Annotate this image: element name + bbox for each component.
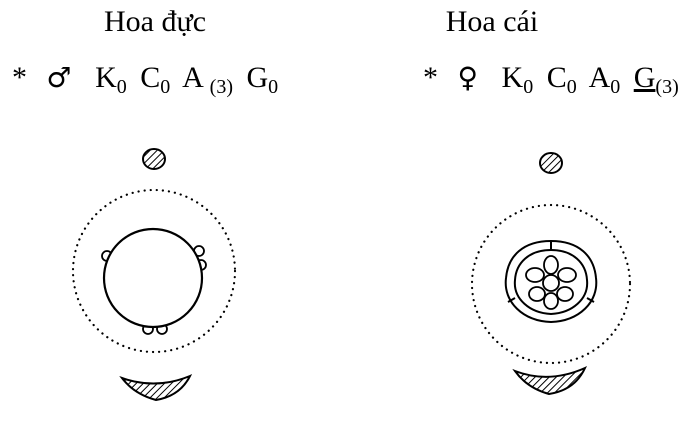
androecium-term: A0 — [588, 61, 621, 98]
axis-mark — [539, 152, 563, 174]
male-floral-diagram — [71, 148, 237, 402]
female-floral-diagram — [470, 152, 632, 396]
male-flower-formula: * ♂ K0 C0 A (3) G0 — [12, 58, 284, 98]
calyx-term: K0 — [95, 61, 127, 98]
male-symbol-icon: ♂ — [46, 61, 72, 94]
female-flower-panel: Hoa cái * ♀ K0 C0 A0 G(3) — [343, 0, 685, 427]
dotted-outline — [71, 188, 237, 354]
actinomorphic-symbol: * — [12, 61, 27, 94]
placenta-center — [542, 274, 560, 292]
female-flower-title: Hoa cái — [445, 5, 539, 38]
bract-mark — [512, 366, 588, 396]
female-flower-formula: * ♀ K0 C0 A0 G(3) — [423, 58, 685, 98]
gynoecium-term: G0 — [246, 61, 279, 98]
ovary-inner-wall — [513, 248, 589, 316]
female-symbol-icon: ♀ — [457, 61, 479, 94]
ovules — [525, 255, 577, 310]
actinomorphic-symbol: * — [423, 61, 438, 94]
calyx-term: K0 — [501, 61, 534, 98]
corolla-term: C0 — [546, 61, 577, 98]
male-flower-title: Hoa đực — [103, 5, 207, 38]
ovary — [504, 239, 598, 324]
axis-mark — [142, 148, 166, 170]
androecium-term: A (3) — [182, 61, 233, 98]
stamen-column — [102, 227, 204, 329]
corolla-term: C0 — [140, 61, 171, 98]
ovary-outer-wall — [504, 239, 598, 324]
dotted-outline — [470, 203, 632, 365]
gynoecium-term: G(3) — [633, 61, 679, 98]
male-flower-panel: Hoa đực * ♂ K0 C0 A (3) G0 — [0, 0, 342, 427]
bract-mark — [119, 374, 193, 402]
